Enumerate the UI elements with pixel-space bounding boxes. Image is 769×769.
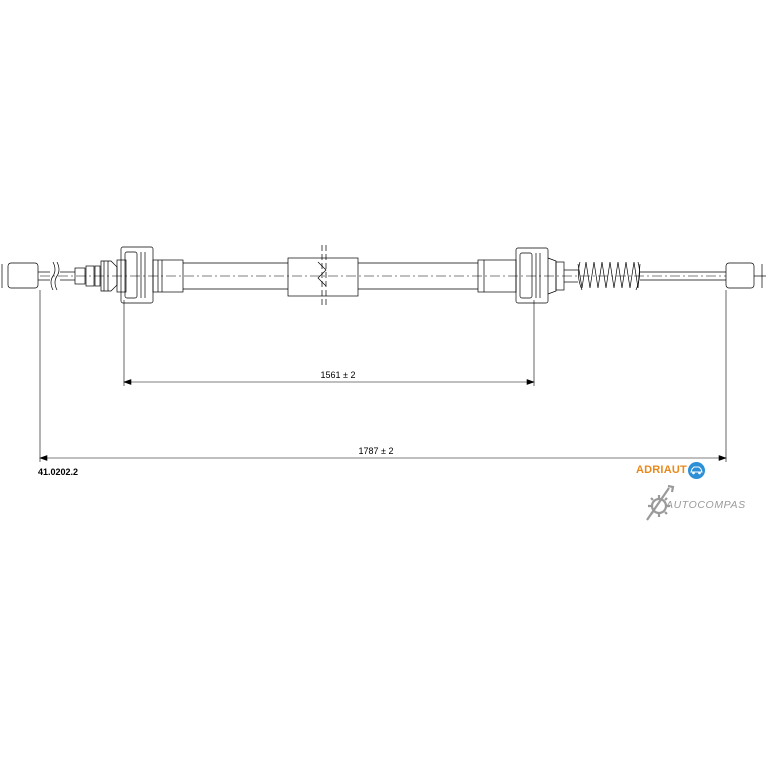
watermark: AUTOCOMPAS	[644, 484, 769, 524]
inner-dimension-label: 1561 ± 2	[321, 370, 356, 380]
overall-dimension	[39, 290, 727, 462]
overall-dimension-label: 1787 ± 2	[359, 446, 394, 456]
right-adjuster-nut	[477, 247, 565, 304]
left-adjuster-nut	[100, 246, 184, 304]
brand-name: ADRIAUT	[636, 464, 687, 476]
gear-wrench-icon	[646, 484, 675, 521]
part-number: 41.0202.2	[38, 467, 79, 477]
right-end-fitting	[725, 262, 766, 289]
inner-dimension	[123, 300, 535, 386]
car-icon	[687, 461, 705, 479]
watermark-text: AUTOCOMPAS	[666, 499, 746, 511]
return-spring	[564, 261, 641, 291]
brand-logo: ADRIAUT	[636, 460, 705, 480]
left-end-fitting	[1, 261, 101, 291]
middle-grommet	[287, 245, 359, 308]
